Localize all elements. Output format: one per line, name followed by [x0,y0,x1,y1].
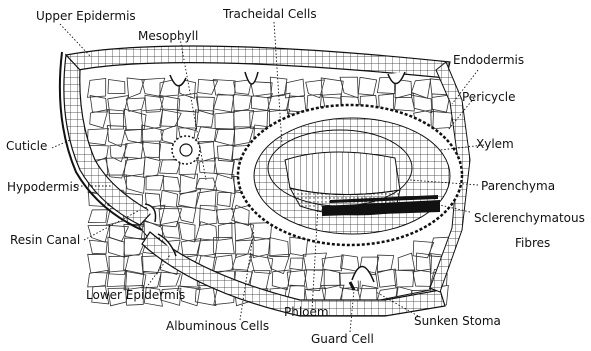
label-guard-cell: Guard Cell [311,332,374,346]
label-mesophyll: Mesophyll [138,29,198,43]
label-sclerenchymatous-fibres: Sclerenchymatous [474,211,585,225]
label-phloem: Phloem [284,305,329,319]
label-resin-canal: Resin Canal [10,233,80,247]
mesophyll-cell [88,254,109,273]
label-sunken-stoma: Sunken Stoma [414,314,501,328]
label-pericycle: Pericycle [462,90,515,104]
label-hypodermis: Hypodermis [7,180,79,194]
label-tracheidal-cells: Tracheidal Cells [223,7,317,21]
resin-canal [172,136,200,164]
label-parenchyma: Parenchyma [481,179,555,193]
label-lower-epidermis: Lower Epidermis [86,288,185,302]
xylem-tissue [285,152,400,195]
mesophyll-cell [109,225,128,241]
label-xylem: Xylem [476,137,514,151]
label-cuticle: Cuticle [6,139,47,153]
mesophyll-cell [88,210,107,223]
label-endodermis: Endodermis [453,53,524,67]
label-albuminous-cells: Albuminous Cells [166,319,269,333]
label-upper-epidermis: Upper Epidermis [36,9,136,23]
label-sclerenchymatous-fibres-2: Fibres [515,236,550,250]
mesophyll-cell [107,270,127,286]
